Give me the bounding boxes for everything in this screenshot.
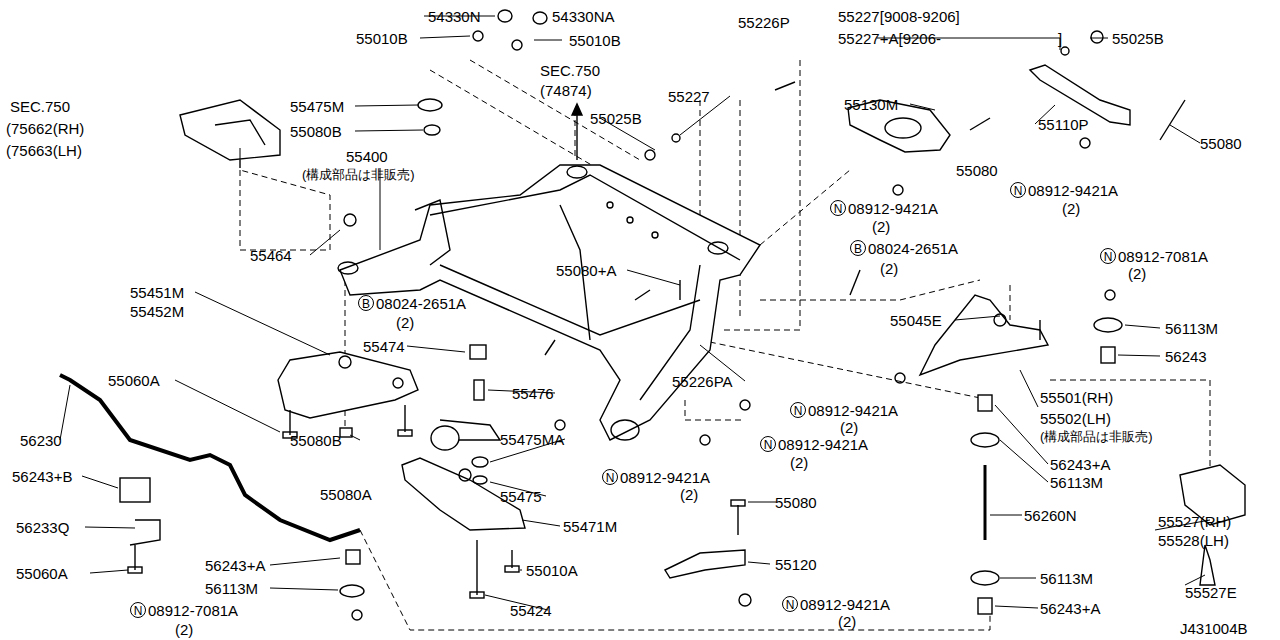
callout-number: 56113M [1050, 474, 1103, 491]
callout-number: (2) [680, 486, 698, 503]
callout-number: 55110P [1038, 116, 1089, 133]
circled-symbol: B [358, 295, 374, 311]
circled-symbol: N [830, 200, 846, 216]
circled-symbol: N [760, 436, 776, 452]
callout-number: 55080 [956, 162, 998, 179]
callout-number: 08912-9421A [808, 402, 898, 419]
callout-number: 55452M [130, 303, 184, 320]
callout-number: 08912-9421A [800, 596, 890, 613]
callout-number: 55227+A[9206- [838, 30, 941, 47]
circled-symbol: N [790, 402, 806, 418]
callout-number: (75663(LH) [6, 142, 82, 159]
callout-number: 55451M [130, 284, 184, 301]
callout-number: 55010A [526, 562, 578, 579]
circled-symbol: N [1010, 182, 1026, 198]
callout-number: 55502(LH) [1040, 410, 1111, 427]
callout-number: 55227[9008-9206] [838, 8, 960, 25]
callout-number: 55060A [108, 372, 160, 389]
callout-number: (2) [1128, 265, 1146, 282]
callout-number: 55045E [890, 312, 942, 329]
callout-number: 56233Q [16, 519, 69, 536]
callout-number: 55475MA [500, 431, 564, 448]
callout-number: (75662(RH) [6, 120, 84, 137]
callout-number: J431004B [1180, 620, 1248, 637]
callout-number: (2) [396, 314, 414, 331]
callout-number: 55010B [569, 32, 621, 49]
callout-number: 55080B [290, 123, 342, 140]
callout-number: ] [1058, 30, 1062, 47]
callout-number: 54330N [428, 8, 481, 25]
callout-number: 08912-7081A [148, 602, 238, 619]
callout-number: (2) [838, 613, 856, 630]
callout-number: 55130M [844, 96, 898, 113]
callout-number: 56230 [20, 432, 62, 449]
callout-number: 55226PA [672, 373, 733, 390]
callout-number: 08912-9421A [848, 200, 938, 217]
callout-number: 56113M [1165, 320, 1218, 337]
callout-number: 55475M [290, 98, 344, 115]
callout-number: 55464 [250, 247, 292, 264]
callout-number: 55400 [346, 148, 388, 165]
circled-symbol: B [850, 240, 866, 256]
callout-number: 55080 [1200, 135, 1242, 152]
callout-number: 08912-9421A [620, 469, 710, 486]
circled-symbol: N [602, 469, 618, 485]
callout-number: 56113M [1040, 570, 1093, 587]
callout-number: 55476 [512, 385, 554, 402]
callout-number: 55424 [510, 602, 552, 619]
callout-number: 55471M [563, 518, 617, 535]
callout-number: (2) [790, 454, 808, 471]
callout-number: 55080 [775, 494, 817, 511]
callout-number: 56113M [205, 580, 258, 597]
callout-number: (74874) [540, 82, 592, 99]
callout-number: SEC.750 [10, 98, 70, 115]
callout-number: 55226P [738, 14, 790, 31]
callout-number: 55025B [1112, 30, 1164, 47]
note-text: (構成部品は非販売) [1040, 428, 1153, 445]
callout-number: (2) [880, 260, 898, 277]
note-text: (構成部品は非販売) [302, 166, 415, 183]
callout-number: 55080B [290, 432, 342, 449]
circled-symbol: N [1100, 248, 1116, 264]
callout-number: SEC.750 [540, 62, 600, 79]
callout-number: 55474 [363, 338, 405, 355]
callout-number: 56243 [1165, 348, 1207, 365]
callout-number: 55120 [775, 556, 817, 573]
callout-number: 55475 [500, 488, 542, 505]
circled-symbol: N [130, 602, 146, 618]
callout-number: 55501(RH) [1040, 389, 1113, 406]
callout-number: 08912-7081A [1118, 248, 1208, 265]
callout-number: 55528(LH) [1158, 532, 1229, 549]
callout-number: (2) [175, 621, 193, 638]
callout-number: 55010B [356, 30, 408, 47]
callout-number: 56243+A [1040, 600, 1100, 617]
callout-number: 56243+A [205, 557, 265, 574]
callout-number: 54330NA [552, 8, 615, 25]
callout-number: 55527E [1185, 584, 1237, 601]
circled-symbol: N [782, 596, 798, 612]
callout-number: 55527(RH) [1158, 513, 1231, 530]
callout-number: 55080A [320, 486, 372, 503]
callout-number: 08024-2651A [868, 240, 958, 257]
callout-number: 08912-9421A [1028, 182, 1118, 199]
callout-number: 56260N [1024, 507, 1077, 524]
callout-number: 56243+B [12, 468, 72, 485]
callout-number: 56243+A [1050, 456, 1110, 473]
callout-number: 55060A [16, 565, 68, 582]
callout-number: 08024-2651A [376, 295, 466, 312]
callout-number: 55025B [590, 110, 642, 127]
callout-number: 08912-9421A [778, 436, 868, 453]
callout-number: 55080+A [556, 262, 616, 279]
callout-number: (2) [872, 218, 890, 235]
callout-number: 55227 [668, 88, 710, 105]
callout-number: (2) [1062, 200, 1080, 217]
callout-number: (2) [840, 419, 858, 436]
